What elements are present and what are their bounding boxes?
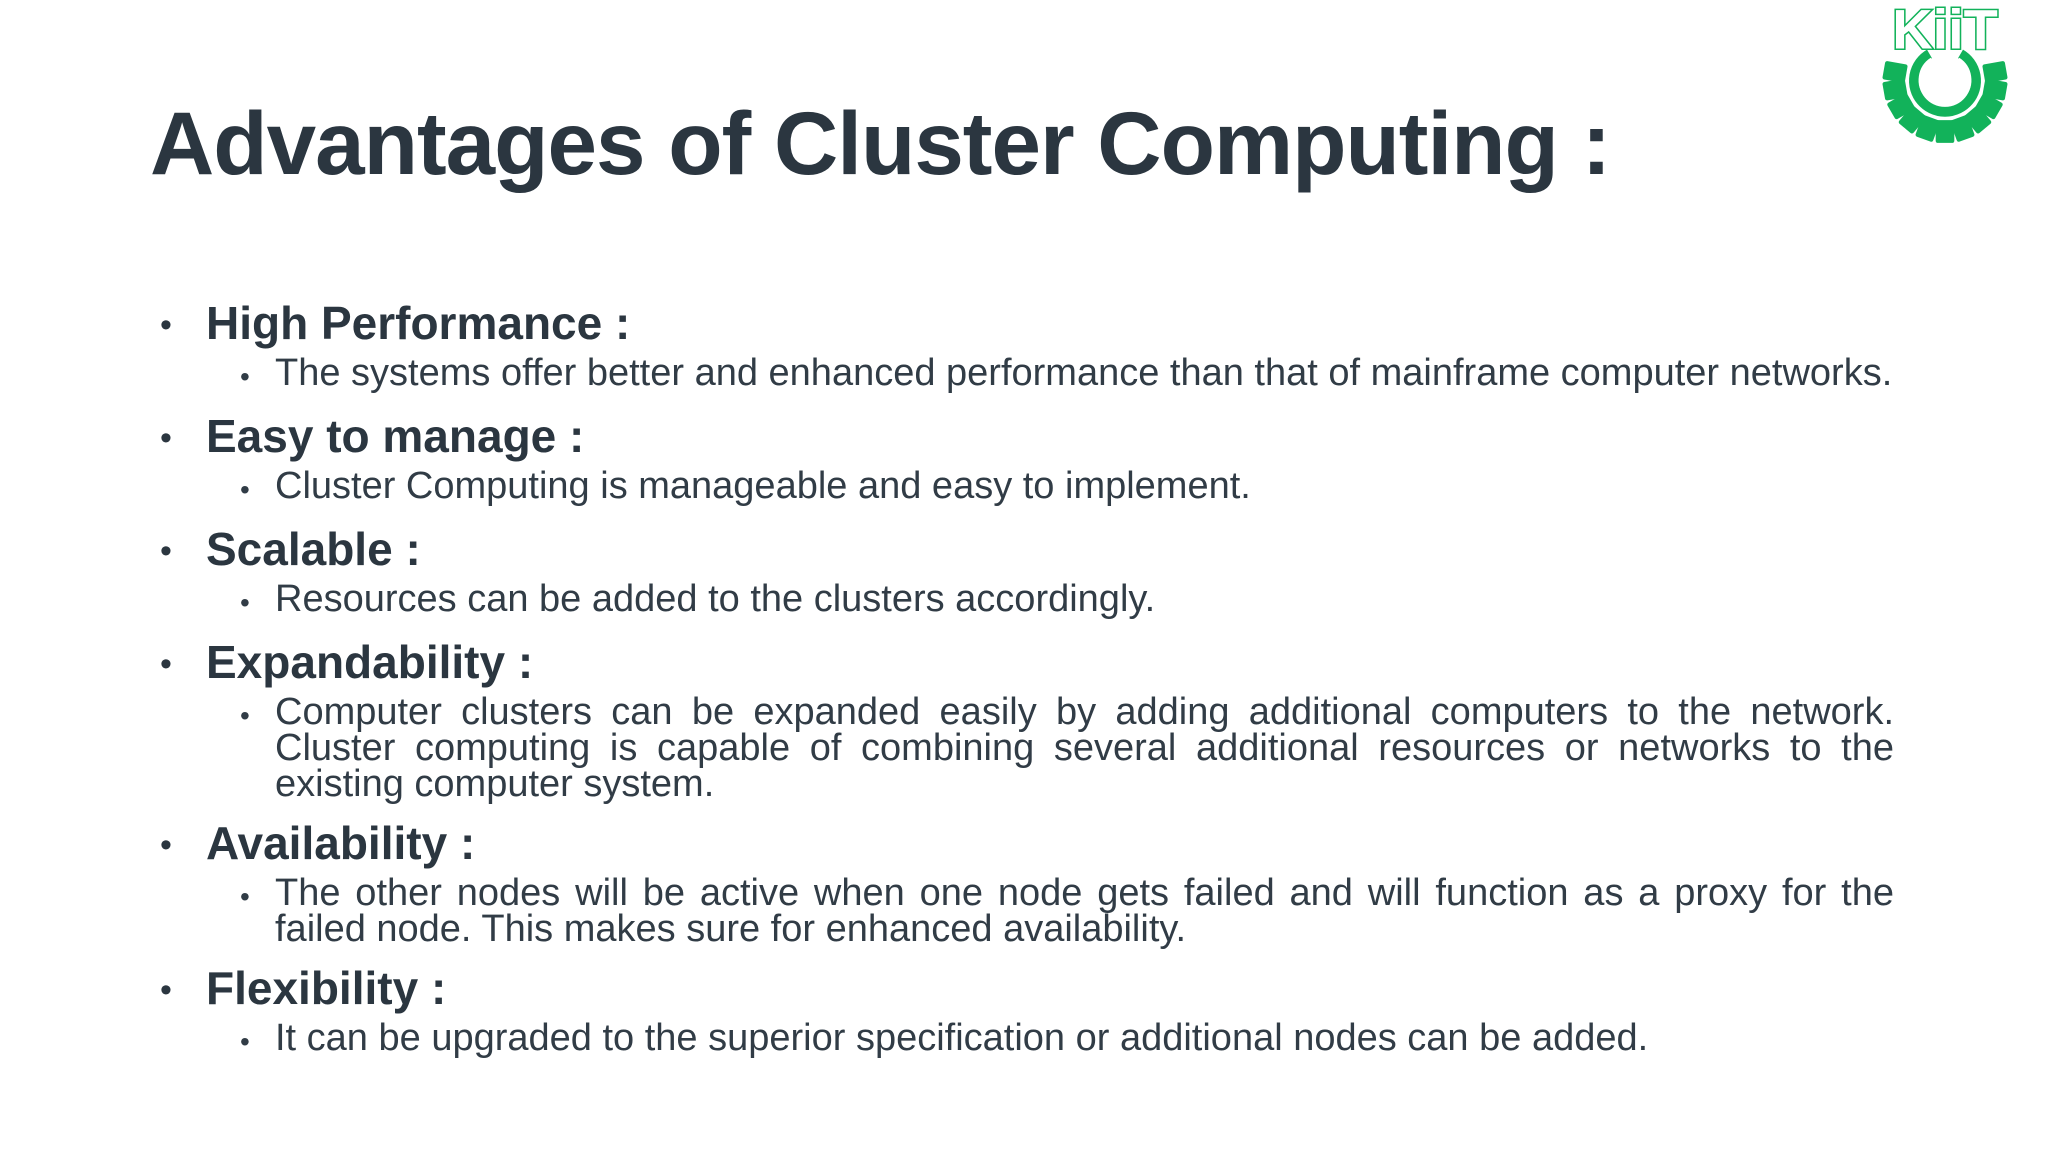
gear-teeth: [1882, 61, 2008, 143]
section-heading-row: • Expandability :: [160, 639, 1894, 685]
bullet-list: • High Performance : • The systems offer…: [160, 300, 1894, 1060]
section-body-row: • It can be upgraded to the superior spe…: [160, 1017, 1894, 1060]
section-flexibility: • Flexibility : • It can be upgraded to …: [160, 965, 1894, 1060]
section-body-row: • Resources can be added to the clusters…: [160, 578, 1894, 621]
section-body: Resources can be added to the clusters a…: [275, 578, 1156, 620]
bullet-icon: •: [240, 881, 250, 912]
bullet-icon: •: [240, 700, 250, 731]
bullet-icon: •: [240, 361, 250, 392]
bullet-icon: •: [160, 532, 172, 570]
page-title: Advantages of Cluster Computing :: [150, 93, 1611, 193]
section-heading-row: • Availability :: [160, 820, 1894, 866]
bullet-icon: •: [160, 971, 172, 1009]
section-body: The systems offer better and enhanced pe…: [275, 352, 1893, 394]
section-heading: Easy to manage :: [206, 410, 585, 462]
section-body: Computer clusters can be expanded easily…: [275, 691, 1894, 805]
kiit-logo-text: KiiT: [1892, 0, 1998, 61]
bullet-icon: •: [240, 1026, 250, 1057]
bullet-icon: •: [240, 587, 250, 618]
bullet-icon: •: [160, 419, 172, 457]
bullet-icon: •: [160, 645, 172, 683]
section-heading-row: • High Performance :: [160, 300, 1894, 346]
gear-ring-inner-line: [1918, 57, 1972, 107]
section-heading: Scalable :: [206, 523, 421, 575]
section-body-row: • The systems offer better and enhanced …: [160, 352, 1894, 395]
gear-ring: [1909, 49, 1981, 117]
section-heading-row: • Easy to manage :: [160, 413, 1894, 459]
section-heading: Flexibility :: [206, 962, 447, 1014]
section-availability: • Availability : • The other nodes will …: [160, 820, 1894, 950]
section-heading-row: • Scalable :: [160, 526, 1894, 572]
bullet-icon: •: [240, 474, 250, 505]
section-high-performance: • High Performance : • The systems offer…: [160, 300, 1894, 395]
section-body: It can be upgraded to the superior speci…: [275, 1017, 1649, 1059]
section-heading: High Performance :: [206, 297, 631, 349]
section-easy-to-manage: • Easy to manage : • Cluster Computing i…: [160, 413, 1894, 508]
section-scalable: • Scalable : • Resources can be added to…: [160, 526, 1894, 621]
bullet-icon: •: [160, 826, 172, 864]
section-heading: Availability :: [206, 817, 476, 869]
section-body-row: • Cluster Computing is manageable and ea…: [160, 465, 1894, 508]
section-body-row: • The other nodes will be active when on…: [160, 872, 1894, 950]
kiit-logo-icon: KiiT: [1882, 0, 2008, 143]
section-body: The other nodes will be active when one …: [275, 872, 1894, 950]
section-expandability: • Expandability : • Computer clusters ca…: [160, 639, 1894, 805]
section-heading: Expandability :: [206, 636, 534, 688]
section-heading-row: • Flexibility :: [160, 965, 1894, 1011]
section-body-row: • Computer clusters can be expanded easi…: [160, 691, 1894, 805]
bullet-icon: •: [160, 306, 172, 344]
section-body: Cluster Computing is manageable and easy…: [275, 465, 1251, 507]
